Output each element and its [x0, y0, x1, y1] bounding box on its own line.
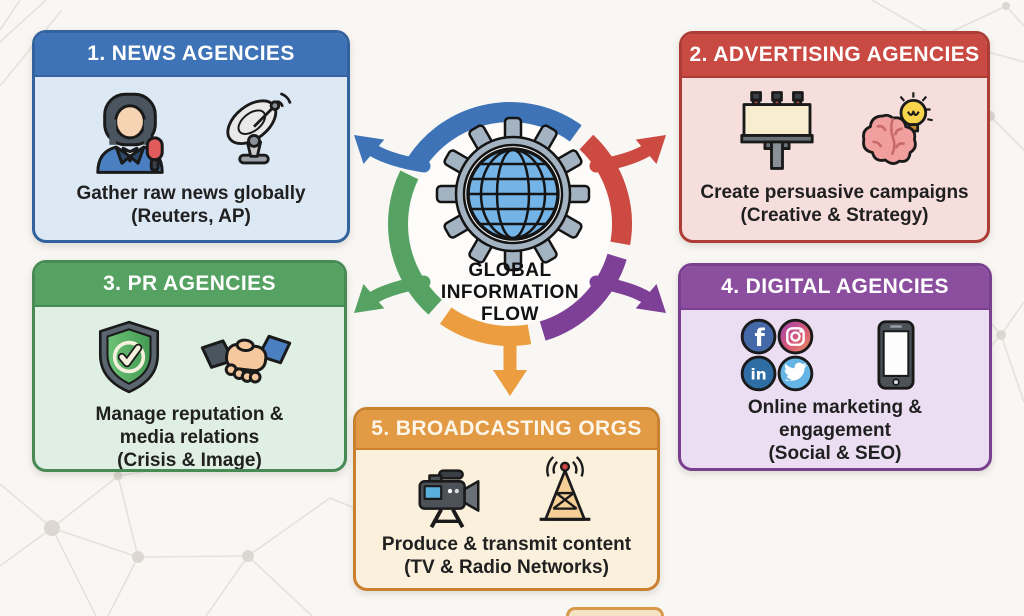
card-pr-agencies: 3. PR AGENCIES: [32, 260, 347, 472]
instagram-icon: [777, 318, 814, 355]
arrow-to-news-agencies: [354, 135, 431, 173]
gear-globe-icon: [435, 116, 591, 272]
video-camera-icon: [417, 468, 480, 528]
card-broadcasting-orgs: 5. BROADCASTING ORGS: [353, 407, 660, 591]
arrow-to-digital-agencies: [589, 275, 666, 313]
billboard-icon: [739, 91, 814, 171]
card-description-news: Gather raw news globally (Reuters, AP): [76, 182, 306, 227]
card-description-pr: Manage reputation & media relations (Cri…: [95, 404, 284, 471]
social-media-icons: f in: [740, 318, 814, 392]
card-description-broadcasting: Produce & transmit content (TV & Radio N…: [381, 534, 632, 579]
broadcast-tower-icon: [539, 455, 590, 521]
card-title-digital: 4. DIGITAL AGENCIES: [681, 266, 989, 310]
arrow-to-broadcasting-orgs: [493, 327, 527, 396]
twitter-icon: [777, 355, 814, 392]
flow-arrows: [354, 135, 666, 396]
smartphone-icon: [877, 320, 915, 390]
linkedin-icon: in: [740, 355, 777, 392]
arrow-to-advertising-agencies: [589, 135, 666, 173]
card-news-agencies: 1. NEWS AGENCIES: [32, 30, 350, 243]
ring-segment-advertising: [579, 134, 632, 246]
card-title-broadcasting: 5. BROADCASTING ORGS: [356, 410, 657, 450]
ring-segment-pr: [388, 170, 442, 315]
handshake-icon: [200, 334, 291, 384]
global-information-flow-hub: [354, 102, 666, 396]
svg-text:in: in: [750, 366, 766, 384]
card-title-advertising: 2. ADVERTISING AGENCIES: [682, 34, 987, 78]
brain-idea-icon: [861, 92, 933, 166]
svg-text:f: f: [754, 324, 765, 352]
partial-box-cutoff: [566, 607, 664, 616]
card-title-news: 1. NEWS AGENCIES: [35, 33, 347, 77]
satellite-dish-icon: [226, 92, 292, 165]
card-advertising-agencies: 2. ADVERTISING AGENCIES: [679, 31, 990, 243]
card-digital-agencies: 4. DIGITAL AGENCIES f: [678, 263, 992, 471]
shield-check-icon: [98, 320, 159, 394]
hub-label: GLOBAL INFORMATION FLOW: [440, 260, 580, 325]
ring-segment-broadcasting: [439, 307, 532, 346]
card-description-digital: Online marketing & engagement (Social & …: [747, 397, 923, 464]
ring-segment-news: [407, 102, 582, 169]
ring-segment-digital: [539, 253, 627, 341]
flow-ring: [388, 102, 632, 346]
arrow-to-pr-agencies: [354, 275, 431, 313]
facebook-icon: f: [740, 318, 777, 355]
card-title-pr: 3. PR AGENCIES: [35, 263, 344, 307]
card-description-advertising: Create persuasive campaigns (Creative & …: [700, 181, 969, 226]
news-reporter-icon: [96, 93, 164, 175]
